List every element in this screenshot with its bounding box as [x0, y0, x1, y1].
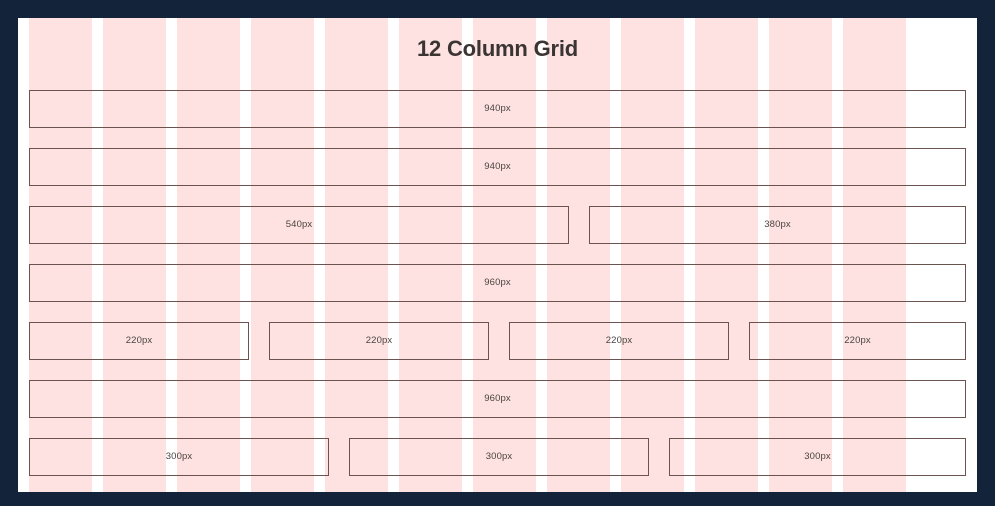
- row-960-b: 960px: [18, 380, 977, 418]
- measure-box-label: 300px: [485, 451, 513, 463]
- measure-box-label: 380px: [764, 219, 791, 231]
- measure-box-label: 940px: [484, 161, 511, 173]
- measure-box[interactable]: 300px: [349, 438, 649, 476]
- measure-box-label: 540px: [285, 219, 313, 231]
- measure-box-label: 300px: [165, 451, 193, 463]
- measure-box[interactable]: 540px: [29, 206, 569, 244]
- measure-box-label: 220px: [125, 335, 153, 347]
- measure-box[interactable]: 380px: [589, 206, 966, 244]
- measure-box[interactable]: 940px: [29, 90, 966, 128]
- measure-box[interactable]: 220px: [269, 322, 489, 360]
- row-220-x4: 220px 220px 220px 220px: [18, 322, 977, 360]
- row-300-x3: 300px 300px 300px: [18, 438, 977, 476]
- measure-box-label: 300px: [804, 451, 831, 463]
- measure-box[interactable]: 220px: [749, 322, 966, 360]
- measure-box-label: 940px: [484, 103, 511, 115]
- measure-box[interactable]: 960px: [29, 380, 966, 418]
- measure-box[interactable]: 220px: [509, 322, 729, 360]
- measure-box-label: 220px: [365, 335, 393, 347]
- measure-box[interactable]: 300px: [669, 438, 966, 476]
- measure-box-label: 220px: [605, 335, 633, 347]
- measure-box[interactable]: 960px: [29, 264, 966, 302]
- row-940-b: 940px: [18, 148, 977, 186]
- measure-box-label: 960px: [484, 277, 511, 289]
- page-surface: 12 Column Grid 940px 940px 540px 380px 960px…: [18, 18, 977, 492]
- measure-box[interactable]: 300px: [29, 438, 329, 476]
- row-940-a: 940px: [18, 90, 977, 128]
- measure-box[interactable]: 940px: [29, 148, 966, 186]
- measure-box-label: 960px: [484, 393, 511, 405]
- page-title: 12 Column Grid: [417, 36, 578, 61]
- measure-box-label: 220px: [844, 335, 871, 347]
- measure-box[interactable]: 220px: [29, 322, 249, 360]
- row-960-a: 960px: [18, 264, 977, 302]
- row-540-380: 540px 380px: [18, 206, 977, 244]
